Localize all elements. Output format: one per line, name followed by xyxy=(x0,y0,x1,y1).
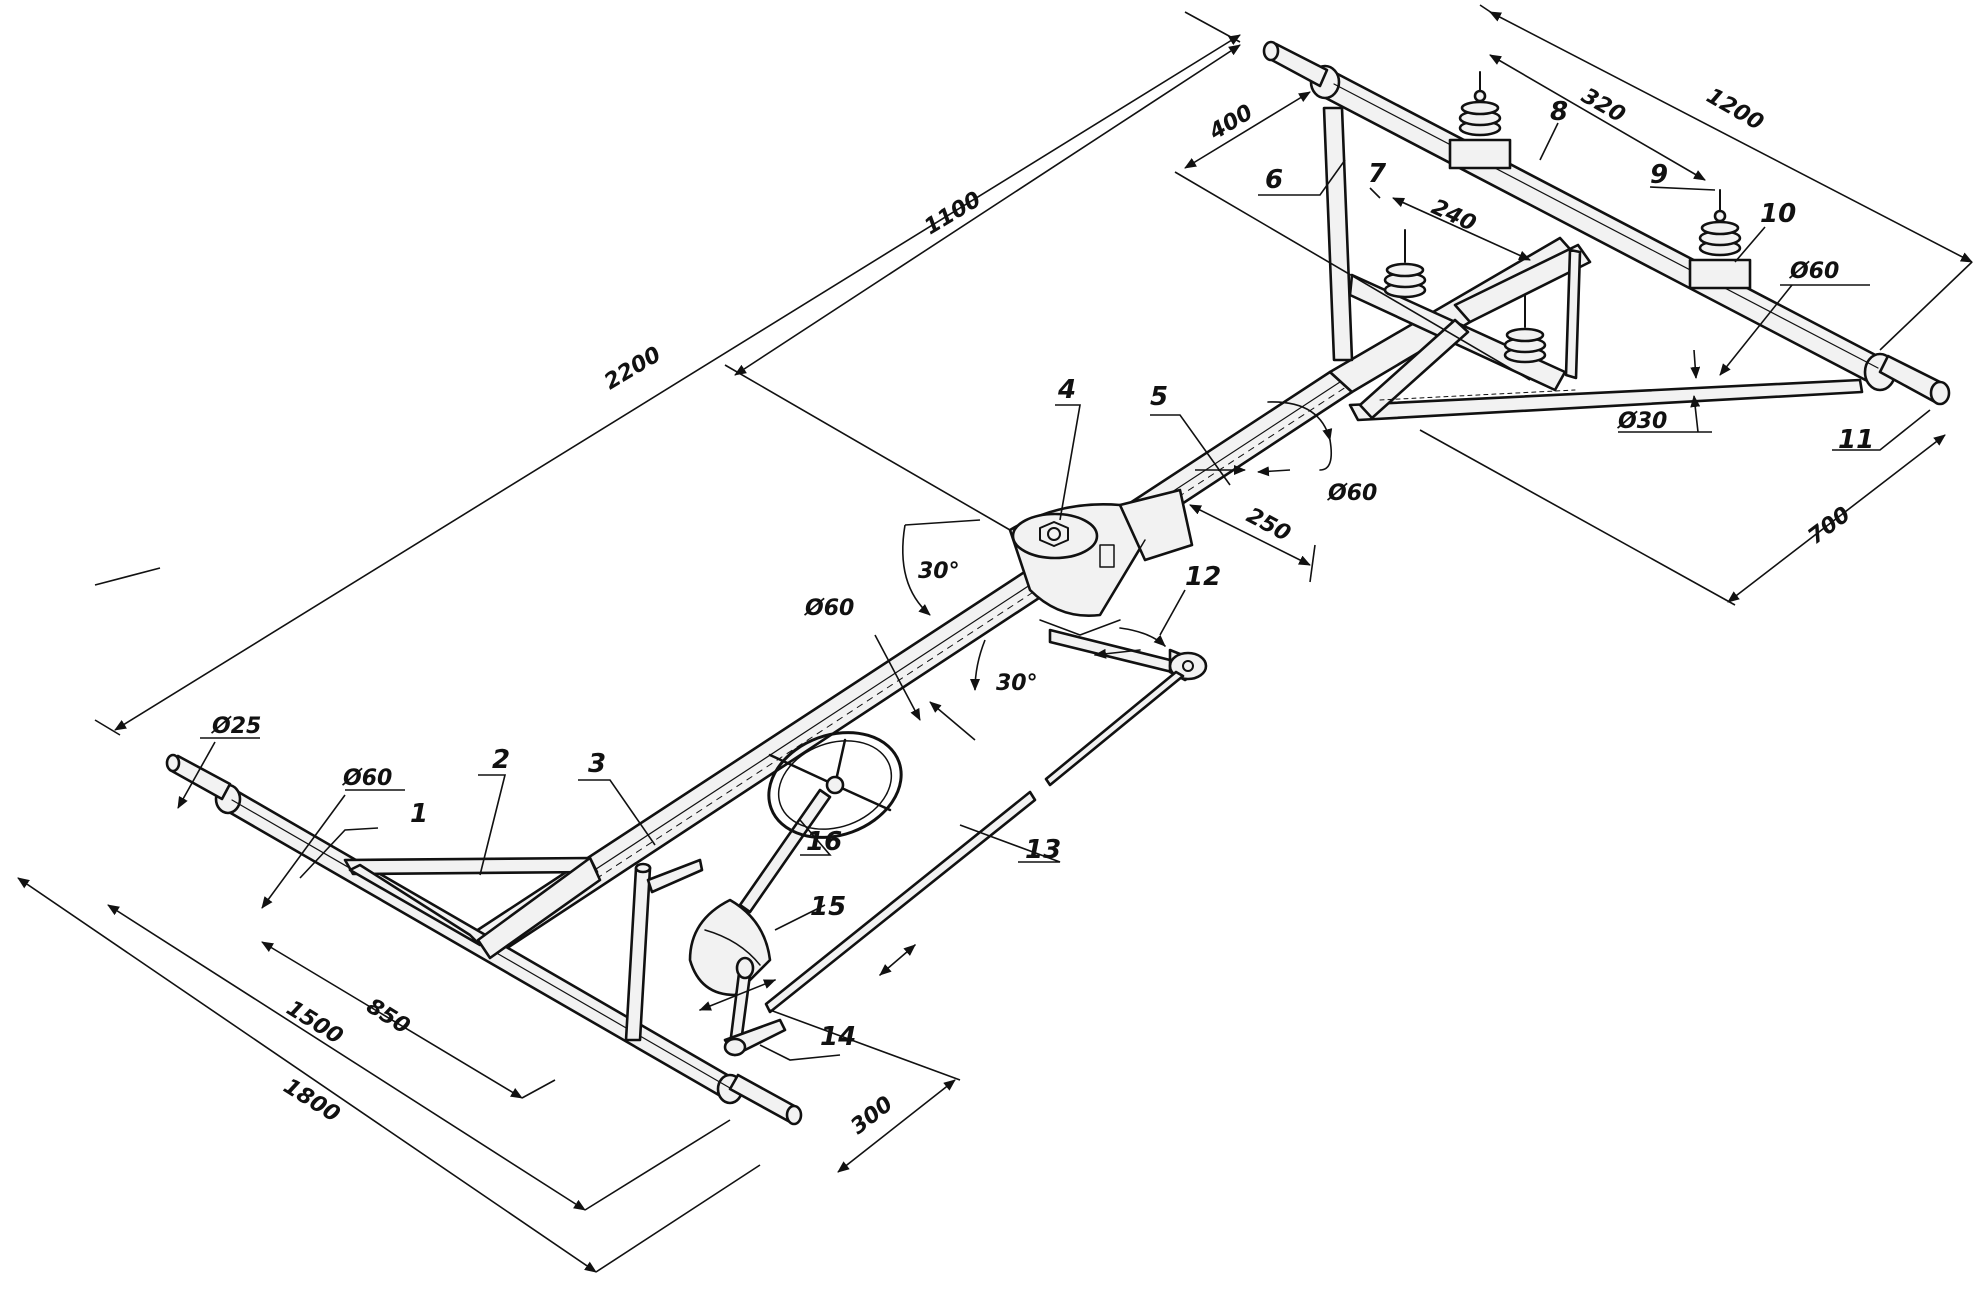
part-7: 7 xyxy=(1368,159,1387,189)
rear-brace xyxy=(1348,378,1864,422)
dim-front-tube-dia-60: Ø60 xyxy=(803,596,854,621)
part-6: 6 xyxy=(1265,165,1283,195)
rear-vertical-strut xyxy=(1322,106,1354,362)
pitman-arm xyxy=(1048,628,1174,674)
steering-sector xyxy=(688,898,787,1057)
front-brace xyxy=(343,856,599,876)
dim-300: 300 xyxy=(846,1092,898,1140)
part-14: 14 xyxy=(820,1022,856,1052)
dim-dia-25: Ø25 xyxy=(210,714,261,739)
part-8: 8 xyxy=(1550,97,1568,127)
dim-dia-30: Ø30 xyxy=(1616,409,1667,434)
part-numbers: 1 2 3 4 5 6 7 8 9 10 11 12 13 14 15 16 xyxy=(410,97,1874,1052)
dim-240: 240 xyxy=(1427,195,1479,237)
leader-lines xyxy=(299,122,1931,1061)
part-13: 13 xyxy=(1025,835,1061,865)
mount-rear-right xyxy=(1688,189,1752,290)
mount-inner-right xyxy=(1503,294,1547,364)
spine-tube xyxy=(468,370,1354,960)
part-10: 10 xyxy=(1760,199,1796,229)
mount-inner-left xyxy=(1383,229,1427,299)
part-4: 4 xyxy=(1057,375,1076,405)
part-2: 2 xyxy=(492,745,510,775)
dim-angle-bottom: 30° xyxy=(996,671,1038,696)
part-3: 3 xyxy=(588,749,606,779)
dim-1500: 1500 xyxy=(282,996,347,1050)
part-9: 9 xyxy=(1650,160,1668,190)
part-12: 12 xyxy=(1185,562,1221,592)
dimension-lines xyxy=(17,4,1973,1273)
dim-rear-dia-60: Ø60 xyxy=(1788,259,1839,284)
dim-2200: 2200 xyxy=(600,342,665,395)
part-1: 1 xyxy=(410,799,428,829)
mount-rear-left xyxy=(1448,71,1512,170)
dim-250: 250 xyxy=(1242,503,1294,547)
steering-gearbox xyxy=(1008,488,1194,636)
dim-1800: 1800 xyxy=(279,1074,344,1128)
dim-mid-dia-60: Ø60 xyxy=(1326,481,1377,506)
dim-400: 400 xyxy=(1204,100,1257,146)
part-5: 5 xyxy=(1150,382,1168,412)
part-16: 16 xyxy=(806,827,842,857)
steering-column xyxy=(738,731,903,914)
part-11: 11 xyxy=(1838,425,1874,455)
part-15: 15 xyxy=(810,892,846,922)
front-vertical-strut xyxy=(624,866,652,1042)
dim-front-dia-60: Ø60 xyxy=(341,766,392,791)
dim-angle-top: 30° xyxy=(918,559,960,584)
dim-1200: 1200 xyxy=(1702,84,1768,136)
tie-rod xyxy=(1044,670,1185,787)
dim-850: 850 xyxy=(362,994,414,1040)
